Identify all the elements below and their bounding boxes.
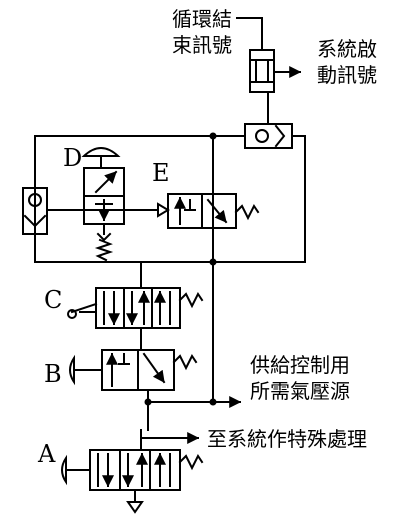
top-valve-body [249, 49, 275, 93]
junction-bottom [209, 258, 217, 266]
air-supply-symbol [126, 501, 144, 514]
pilot-triangle-e [157, 202, 170, 218]
top-signal-valve [249, 49, 302, 93]
valve-d-label: D [63, 144, 82, 172]
valve-c [67, 287, 204, 329]
cycle-end-label-2: 束訊號 [172, 33, 232, 57]
valve-b-label: B [44, 360, 62, 388]
valve-d [81, 147, 125, 262]
valve-b-spring [172, 354, 198, 371]
supply-label-1: 供給控制用 [250, 353, 350, 377]
pipe-left-top [34, 135, 246, 263]
valve-d-spring [94, 238, 114, 262]
valve-a-spring [178, 454, 204, 471]
junction-top [209, 132, 217, 140]
junction-dots [144, 132, 217, 406]
system-start-label-2: 動訊號 [317, 63, 377, 87]
valve-b [69, 349, 198, 391]
supply-label-2: 所需氣壓源 [250, 379, 350, 403]
top-shuttle-valve [244, 123, 293, 149]
valve-c-lever [70, 302, 98, 314]
valve-c-spring [178, 292, 204, 309]
left-shuttle-body [22, 187, 48, 235]
junction-supply [209, 398, 217, 406]
valve-e-box-right [201, 193, 237, 229]
valve-a [61, 429, 204, 514]
cycle-end-label-1: 循環結 [172, 7, 232, 31]
valve-e-spring [234, 204, 260, 221]
valve-e [167, 193, 260, 229]
top-shuttle-body [244, 123, 293, 149]
valve-c-label: C [44, 286, 62, 314]
valve-e-label: E [152, 159, 170, 187]
pipe-cycle-end-signal [236, 17, 263, 51]
valve-d-box-top [83, 167, 125, 197]
valve-b-button [69, 354, 75, 386]
junction-b [144, 398, 152, 406]
pipe-right-bottom [34, 135, 306, 263]
valve-d-button [81, 147, 121, 157]
valve-a-label: A [37, 440, 56, 468]
left-shuttle-valve [22, 187, 48, 235]
valve-a-button [61, 454, 67, 486]
system-start-label-1: 系統啟 [317, 37, 377, 61]
to-system-label: 至系統作特殊處理 [207, 427, 367, 451]
